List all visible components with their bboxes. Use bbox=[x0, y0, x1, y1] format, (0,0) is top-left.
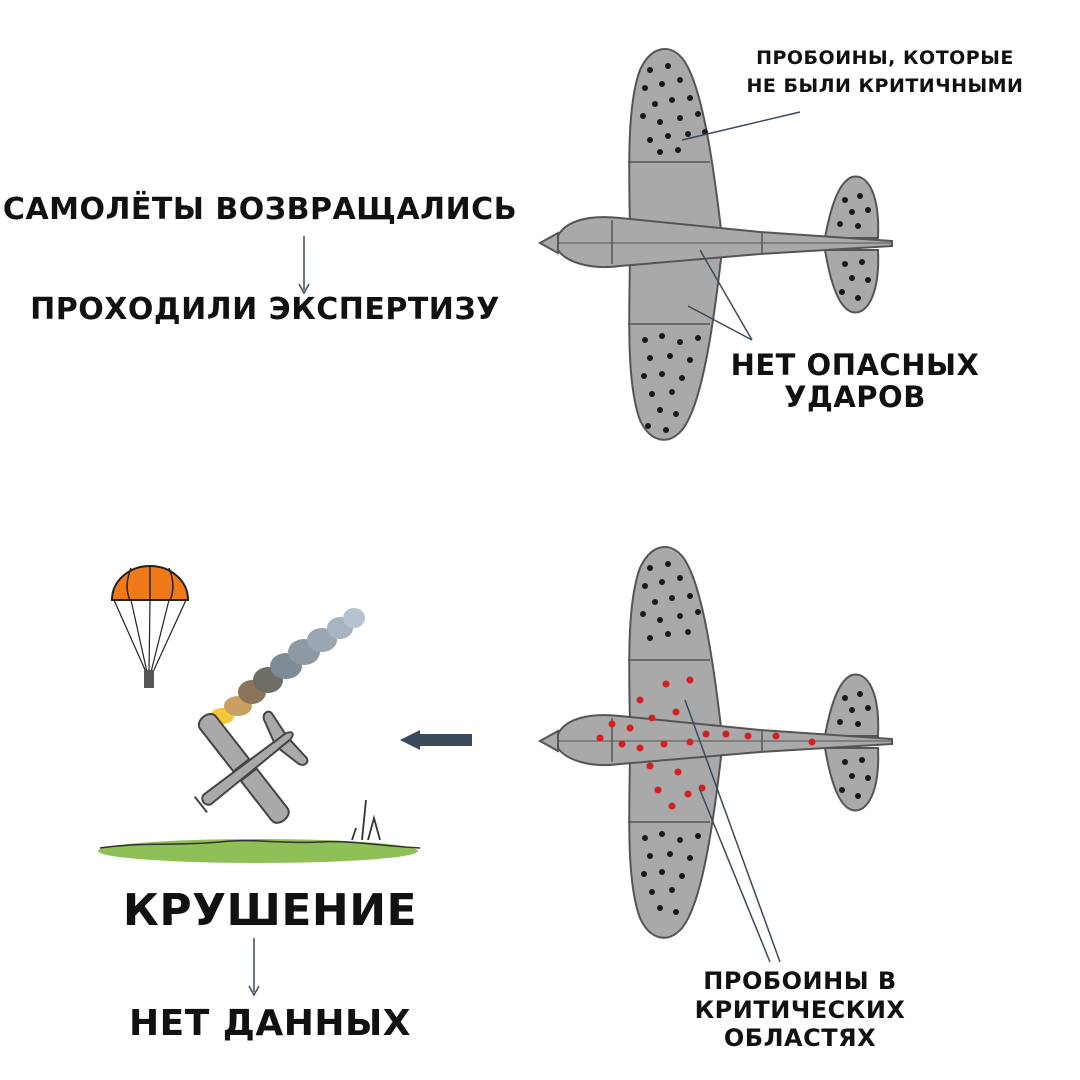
critical-hole-markers bbox=[596, 676, 816, 810]
noncritical-label-line2: НЕ БЫЛИ КРИТИЧНЫМИ bbox=[746, 75, 1024, 97]
critical-label-line3: ОБЛАСТЯХ bbox=[723, 1024, 877, 1052]
no-danger-label-line1: НЕТ ОПАСНЫХ bbox=[730, 348, 980, 382]
parachute-icon bbox=[110, 564, 190, 688]
smoke-trail-icon bbox=[210, 608, 365, 724]
no-danger-label-line2: УДАРОВ bbox=[784, 380, 926, 414]
hole-markers-tail bbox=[837, 193, 871, 301]
critical-label-line1: ПРОБОИНЫ В bbox=[703, 967, 897, 995]
crash-title: КРУШЕНИЕ bbox=[122, 885, 418, 936]
flow-arrow-down bbox=[248, 938, 260, 997]
plane-critical bbox=[539, 545, 893, 939]
critical-label-line2: КРИТИЧЕСКИХ bbox=[694, 996, 906, 1024]
hole-markers-wings bbox=[640, 561, 701, 915]
arrow-left-icon bbox=[400, 730, 472, 750]
hole-markers-wings bbox=[640, 63, 708, 433]
no-data-label: НЕТ ДАННЫХ bbox=[128, 1003, 412, 1044]
pointer-no-danger-a bbox=[699, 249, 753, 341]
pointers-critical bbox=[684, 699, 781, 963]
plane-returned bbox=[539, 47, 893, 441]
examined-label: ПРОХОДИЛИ ЭКСПЕРТИЗУ bbox=[30, 292, 500, 327]
returned-label: САМОЛЁТЫ ВОЗВРАЩАЛИСЬ bbox=[2, 192, 518, 227]
falling-plane-icon bbox=[193, 710, 309, 824]
pointer-no-danger-b bbox=[687, 305, 753, 341]
noncritical-label-line1: ПРОБОИНЫ, КОТОРЫЕ bbox=[756, 47, 1014, 69]
pointer-noncritical bbox=[681, 111, 801, 141]
flow-arrow-down bbox=[298, 236, 310, 295]
ground-icon bbox=[98, 799, 421, 863]
hole-markers-tail bbox=[837, 691, 871, 799]
